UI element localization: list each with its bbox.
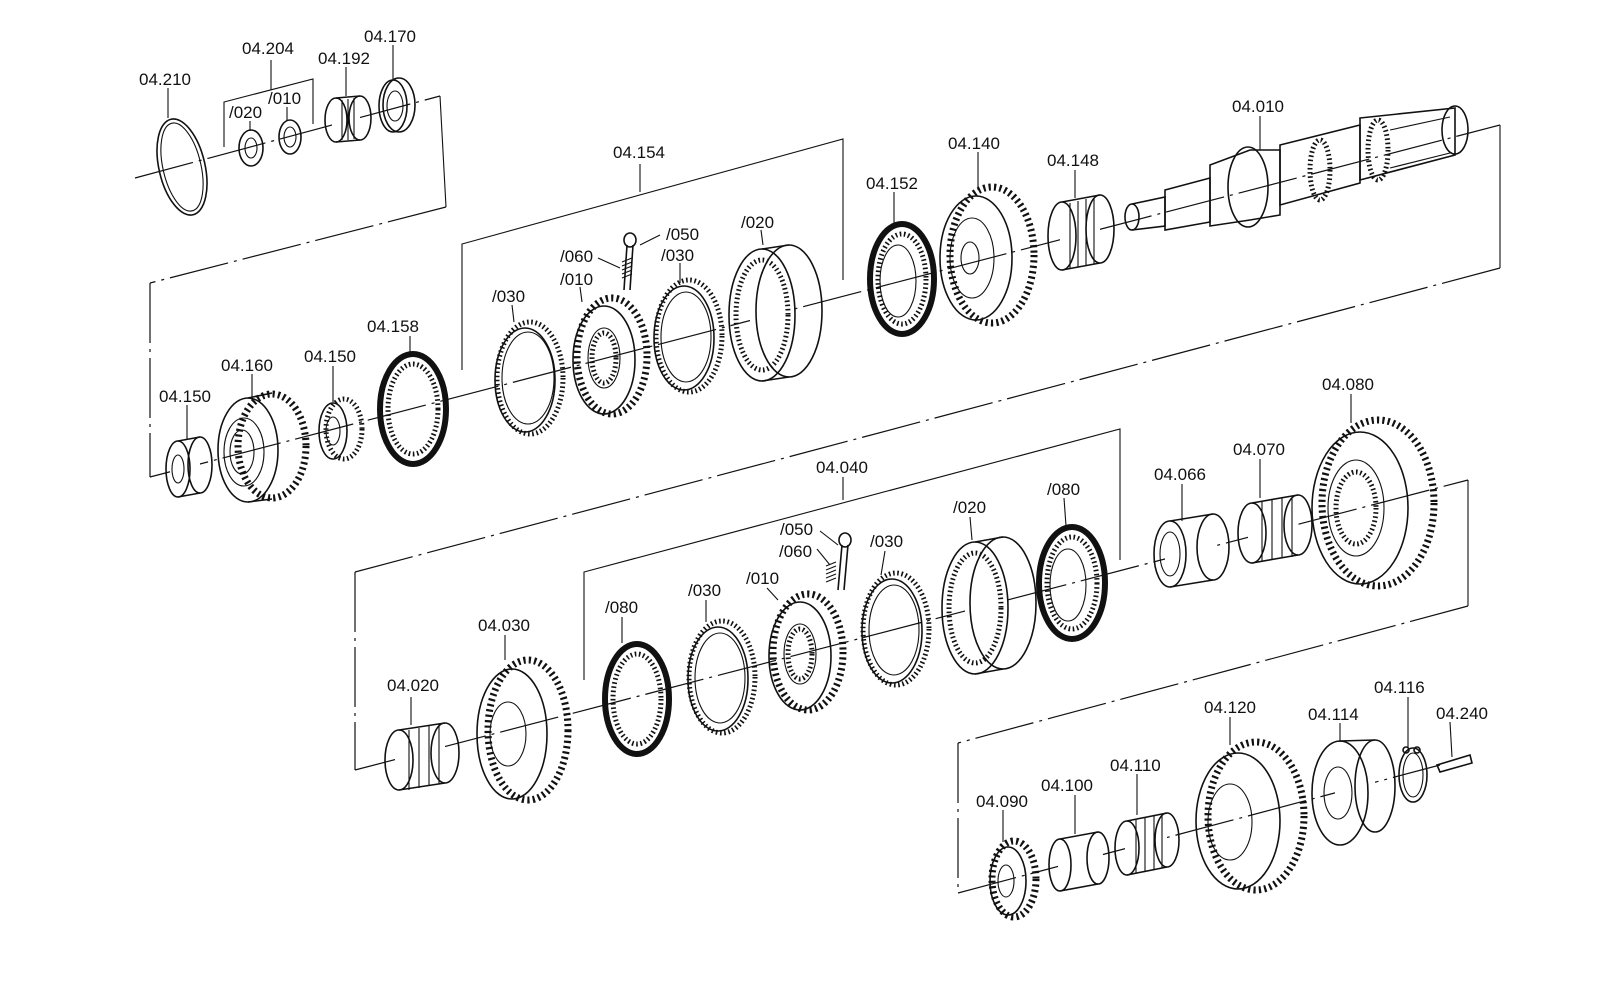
friction-ring-04-152 bbox=[867, 221, 937, 337]
label-04-154: 04.154 bbox=[613, 143, 665, 162]
detent-pin-050-row3 bbox=[825, 532, 852, 591]
label-030-row3-left: /030 bbox=[688, 581, 721, 600]
part-labels: 04.210 04.204 /020 /010 04.192 04.170 04… bbox=[139, 27, 1488, 811]
label-04-240: 04.240 bbox=[1436, 704, 1488, 723]
bushing-04-100 bbox=[1048, 831, 1110, 892]
label-04-110: 04.110 bbox=[1110, 756, 1161, 775]
label-04-148: 04.148 bbox=[1047, 151, 1099, 170]
label-050-row3: /050 bbox=[780, 520, 813, 539]
row4-assembly bbox=[957, 697, 1473, 921]
sync-hub-010 bbox=[572, 294, 651, 418]
detent-pin-050 bbox=[621, 232, 637, 291]
snap-ring-04-210 bbox=[156, 118, 208, 216]
label-04-066: 04.066 bbox=[1154, 465, 1206, 484]
label-060-row3: /060 bbox=[779, 542, 812, 561]
label-020-row2: /020 bbox=[741, 213, 774, 232]
label-060-row2: /060 bbox=[560, 247, 593, 266]
label-04-030: 04.030 bbox=[478, 616, 530, 635]
label-020-row1: /020 bbox=[229, 103, 262, 122]
needle-bearing-04-110 bbox=[1114, 812, 1180, 876]
label-030-row3-right: /030 bbox=[870, 532, 903, 551]
sync-ring-030-right bbox=[653, 277, 725, 395]
sliding-sleeve-020-row3 bbox=[941, 536, 1037, 675]
label-04-158: 04.158 bbox=[367, 317, 419, 336]
label-050-row2: /050 bbox=[666, 225, 699, 244]
label-030-row2-left: /030 bbox=[492, 287, 525, 306]
gear-04-140 bbox=[939, 183, 1038, 327]
sync-ring-030-row3-right bbox=[860, 570, 932, 688]
bearing-04-150-mid bbox=[318, 396, 365, 462]
sliding-sleeve-020 bbox=[728, 244, 823, 382]
label-04-010: 04.010 bbox=[1232, 97, 1284, 116]
label-030-row2-right: /030 bbox=[661, 246, 694, 265]
gear-04-090 bbox=[988, 837, 1040, 921]
label-04-192: 04.192 bbox=[318, 49, 370, 68]
label-04-152: 04.152 bbox=[866, 174, 918, 193]
label-080-row3-right: /080 bbox=[1047, 480, 1080, 499]
label-04-204: 04.204 bbox=[242, 39, 294, 58]
bearing-04-192 bbox=[324, 95, 372, 143]
label-04-020: 04.020 bbox=[387, 676, 439, 695]
needle-bearing-04-148 bbox=[1047, 194, 1115, 271]
label-04-150-left: 04.150 bbox=[159, 387, 211, 406]
label-04-040: 04.040 bbox=[816, 458, 868, 477]
label-04-114: 04.114 bbox=[1308, 705, 1359, 724]
label-020-row3: /020 bbox=[953, 498, 986, 517]
row2-assembly bbox=[149, 105, 1501, 573]
label-04-090: 04.090 bbox=[976, 792, 1028, 811]
ring-020 bbox=[238, 129, 264, 167]
label-04-100: 04.100 bbox=[1041, 776, 1093, 795]
label-04-170: 04.170 bbox=[364, 27, 416, 46]
washer-04-170 bbox=[378, 77, 416, 133]
pin-04-240 bbox=[1435, 753, 1473, 773]
row3-assembly bbox=[354, 394, 1469, 804]
label-04-120: 04.120 bbox=[1204, 698, 1256, 717]
label-010-row3: /010 bbox=[746, 569, 779, 588]
label-04-160: 04.160 bbox=[221, 356, 273, 375]
gear-04-030 bbox=[476, 656, 572, 804]
label-04-140: 04.140 bbox=[948, 134, 1000, 153]
sync-ring-030-row3-left bbox=[686, 618, 758, 736]
label-04-150-mid: 04.150 bbox=[304, 347, 356, 366]
label-04-080: 04.080 bbox=[1322, 375, 1374, 394]
gear-04-160 bbox=[217, 390, 310, 503]
sync-hub-010-row3 bbox=[768, 590, 847, 714]
ring-010 bbox=[278, 119, 302, 155]
label-010-row2: /010 bbox=[560, 270, 593, 289]
gear-04-080 bbox=[1311, 416, 1438, 590]
needle-bearing-04-020 bbox=[384, 722, 460, 791]
label-080-row3-left: /080 bbox=[605, 598, 638, 617]
label-04-070: 04.070 bbox=[1233, 440, 1285, 459]
sync-ring-030-left bbox=[494, 319, 566, 437]
hub-04-114 bbox=[1311, 739, 1396, 846]
friction-ring-080-right bbox=[1036, 524, 1108, 642]
needle-bearing-04-070 bbox=[1237, 494, 1313, 564]
snap-ring-04-116 bbox=[1398, 746, 1428, 803]
main-shaft-04-010 bbox=[1124, 105, 1469, 231]
label-04-116: 04.116 bbox=[1374, 678, 1425, 697]
bearing-04-150-left bbox=[165, 436, 213, 498]
friction-ring-080-left bbox=[602, 641, 672, 757]
gear-04-120 bbox=[1195, 738, 1308, 894]
bushing-04-066 bbox=[1153, 513, 1230, 588]
label-010-row1: /010 bbox=[268, 89, 301, 108]
row1-assembly bbox=[134, 45, 447, 284]
label-04-210: 04.210 bbox=[139, 70, 191, 89]
friction-ring-04-158 bbox=[377, 351, 449, 467]
